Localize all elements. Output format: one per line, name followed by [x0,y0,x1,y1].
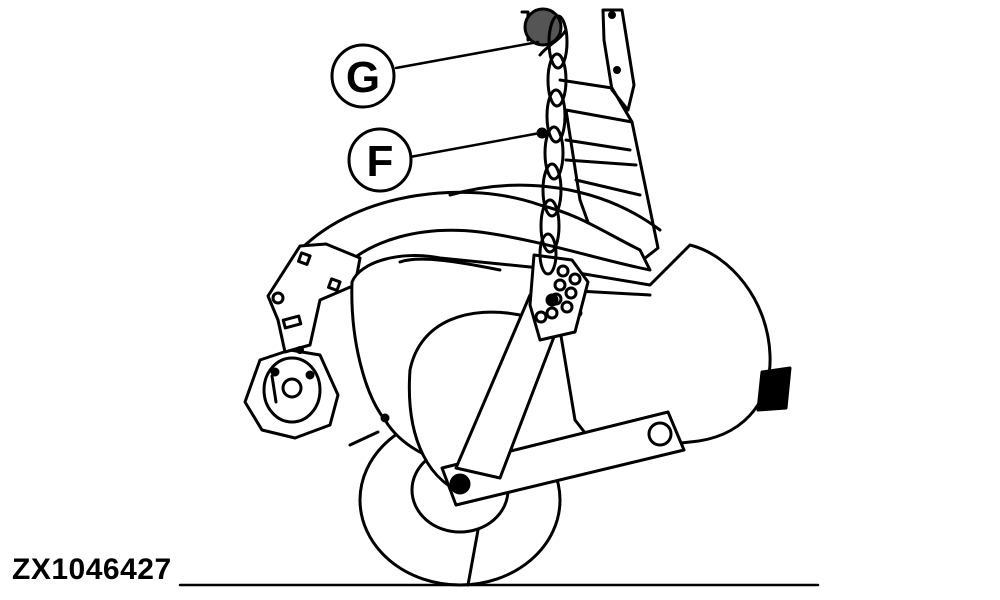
figure-id: ZX1046427 [12,553,172,586]
hub-wheel [243,348,340,440]
callout-f-label: F [367,137,394,186]
upright-arm [454,253,590,480]
depth-chain [523,7,569,276]
callout-g: G [330,43,396,109]
curved-arm [298,183,662,272]
callout-f: F [347,127,413,193]
mounting-bracket [266,242,362,354]
callout-leaders [394,40,542,159]
lower-strap [440,410,686,507]
callout-g-label: G [346,53,380,102]
tension-spring [756,366,792,412]
